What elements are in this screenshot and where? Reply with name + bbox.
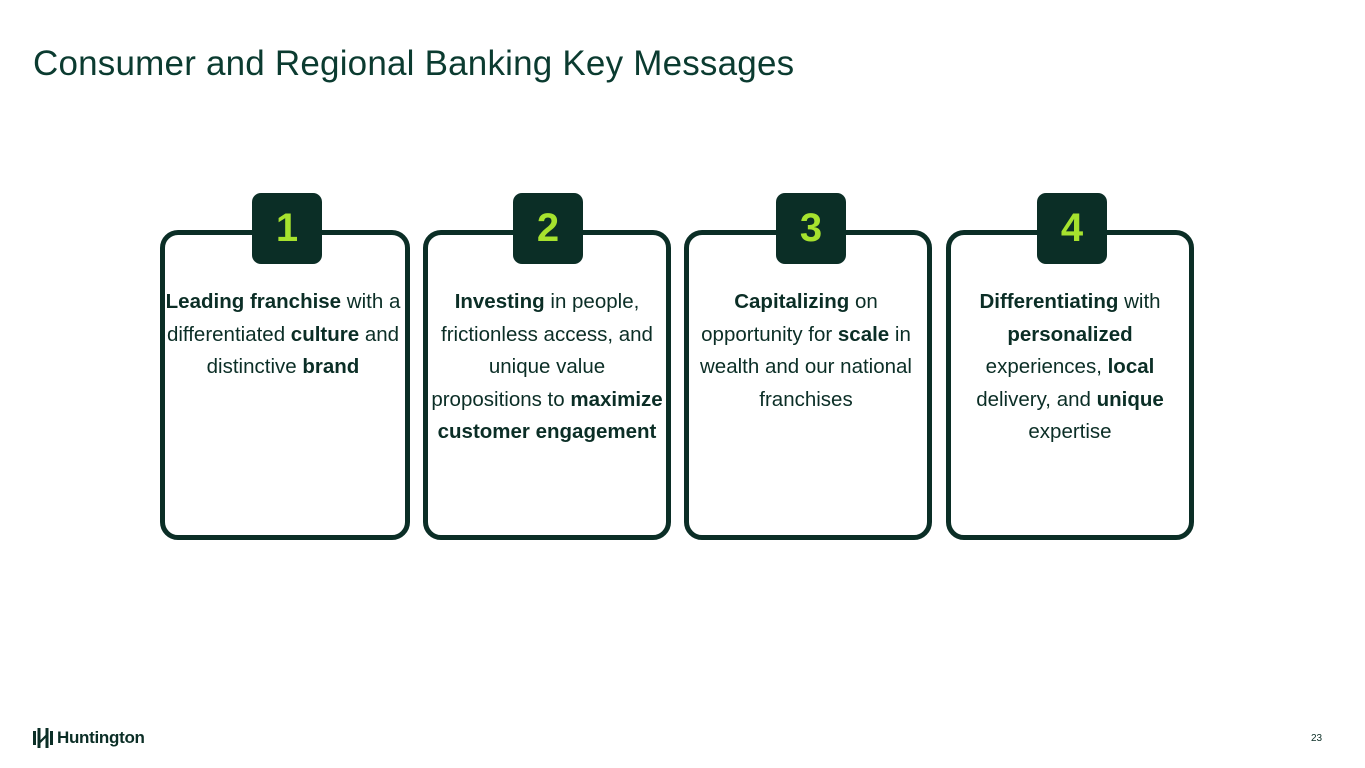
message-text: experiences, bbox=[985, 355, 1108, 378]
card-message: Differentiating with personalized experi… bbox=[958, 286, 1182, 449]
emphasis-text: Investing bbox=[454, 290, 545, 313]
emphasis-text: culture bbox=[290, 322, 360, 346]
number-badge-2: 2 bbox=[513, 193, 583, 264]
emphasis-text: local bbox=[1107, 355, 1155, 378]
message-text: with a differentiated bbox=[166, 290, 401, 346]
emphasis-text: scale bbox=[837, 322, 890, 346]
huntington-logo-icon bbox=[33, 728, 53, 748]
message-text: expertise bbox=[1028, 420, 1112, 443]
card-message: Leading franchise with a differentiated … bbox=[158, 286, 408, 384]
number-badge-3: 3 bbox=[776, 193, 846, 264]
message-text: delivery, and bbox=[976, 387, 1097, 411]
emphasis-text: unique bbox=[1096, 387, 1164, 411]
emphasis-text: maximize customer engagement bbox=[437, 387, 663, 444]
emphasis-text: brand bbox=[302, 355, 360, 378]
message-text: in people, frictionless access, and uniq… bbox=[431, 290, 653, 411]
emphasis-text: Capitalizing bbox=[734, 290, 850, 313]
page-number: 23 bbox=[1311, 733, 1323, 744]
card-message: Investing in people, frictionless access… bbox=[431, 286, 663, 449]
emphasis-text: Differentiating bbox=[979, 290, 1119, 313]
message-text: in wealth and our national franchises bbox=[700, 322, 912, 411]
message-text: and distinctive bbox=[206, 322, 400, 379]
card-1 bbox=[160, 230, 410, 540]
message-text: with bbox=[1118, 290, 1161, 313]
number-badge-1: 1 bbox=[252, 193, 322, 264]
emphasis-text: personalized bbox=[1007, 322, 1133, 346]
logo-text: Huntington bbox=[57, 728, 145, 747]
message-text: on opportunity for bbox=[701, 290, 878, 346]
emphasis-text: Leading franchise bbox=[165, 290, 342, 313]
card-message: Capitalizing on opportunity for scale in… bbox=[695, 286, 917, 416]
huntington-logo: Huntington bbox=[33, 728, 145, 748]
page-title: Consumer and Regional Banking Key Messag… bbox=[33, 44, 795, 83]
number-badge-4: 4 bbox=[1037, 193, 1107, 264]
